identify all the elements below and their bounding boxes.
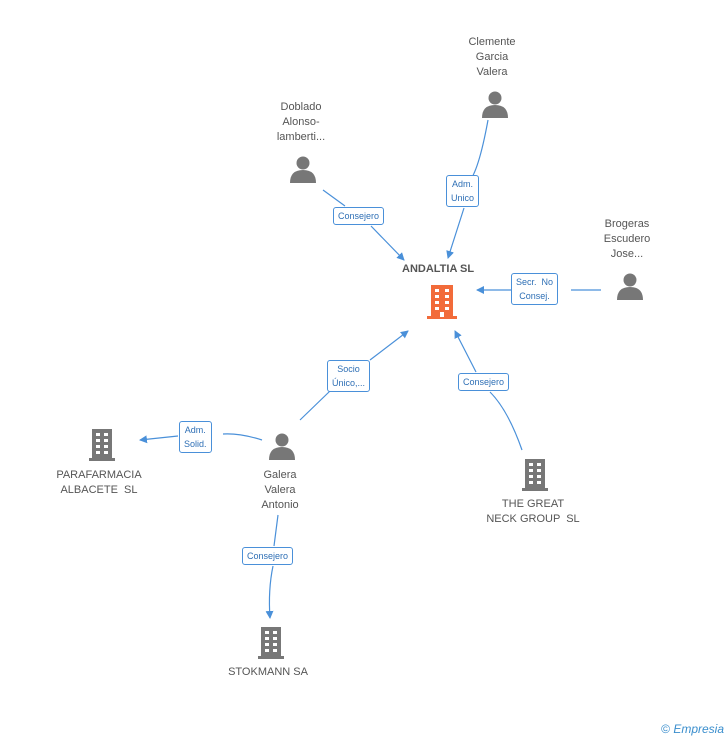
building-icon[interactable] <box>257 626 285 660</box>
edge-galera-parafarmacia <box>140 434 263 440</box>
relation-consejero: Consejero <box>333 207 385 225</box>
company-label-parafarmacia[interactable]: PARAFARMACIA ALBACETE SL <box>56 469 142 496</box>
relation-adm-unico: Adm. Unico <box>446 175 480 207</box>
edge-greatneck-andaltia <box>455 331 523 451</box>
brand-name: Empresia <box>673 722 724 736</box>
person-label-brogeras[interactable]: Brogeras Escudero Jose... <box>603 218 651 260</box>
edge-galera-andaltia <box>299 331 408 421</box>
person-icon[interactable] <box>616 272 644 300</box>
center-company-name[interactable]: ANDALTIA SL <box>402 263 475 275</box>
person-icon[interactable] <box>268 432 296 460</box>
edge-doblado-andaltia <box>322 189 404 260</box>
person-icon[interactable] <box>481 90 509 118</box>
relation-adm-solid: Adm. Solid. <box>179 421 212 453</box>
company-label-stokmann[interactable]: STOKMANN SA <box>228 666 308 678</box>
copyright-icon: © <box>661 722 670 736</box>
building-icon[interactable] <box>88 428 116 462</box>
company-label-great-neck[interactable]: THE GREAT NECK GROUP SL <box>486 498 580 525</box>
person-label-galera[interactable]: Galera Valera Antonio <box>261 469 299 511</box>
person-icon[interactable] <box>289 155 317 183</box>
relation-consejero: Consejero <box>458 373 510 391</box>
person-label-clemente[interactable]: Clemente Garcia Valera <box>468 36 516 78</box>
brand-watermark: © Empresia <box>661 722 724 736</box>
relation-consejero: Consejero <box>242 547 294 565</box>
building-icon[interactable] <box>521 458 549 492</box>
edge-galera-stokmann <box>269 514 279 618</box>
relation-socio-unico: Socio Único,... <box>327 360 371 392</box>
building-icon[interactable] <box>426 284 458 320</box>
relation-secr-no-consej: Secr. No Consej. <box>511 273 559 305</box>
person-label-doblado[interactable]: Doblado Alonso- lamberti... <box>276 101 326 143</box>
